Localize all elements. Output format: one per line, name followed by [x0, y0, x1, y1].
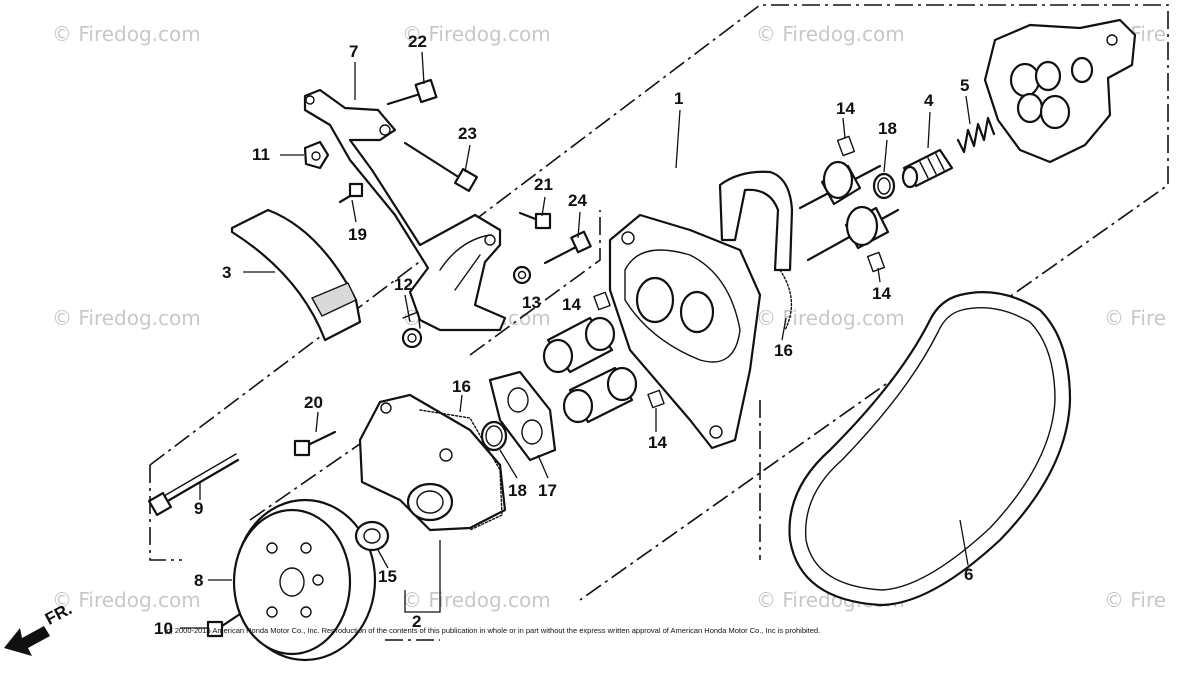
callout-14: 14 — [648, 433, 667, 452]
callout-12: 12 — [394, 275, 413, 294]
bolt-19 — [338, 182, 364, 204]
rotor-upper — [542, 316, 616, 374]
gasket-front — [419, 409, 503, 531]
callout-18: 18 — [508, 481, 527, 500]
o-ring-small — [872, 172, 896, 200]
callout-22: 22 — [408, 32, 427, 51]
watermark: © Fire — [1104, 306, 1167, 330]
watermark: © Fire — [1104, 588, 1167, 612]
callout-6: 6 — [964, 565, 974, 584]
callout-8: 8 — [194, 571, 204, 590]
front-arrow-icon — [4, 626, 50, 656]
front-housing — [358, 393, 507, 532]
callout-17: 17 — [538, 481, 557, 500]
callout-24: 24 — [568, 191, 587, 210]
dowel-pin — [593, 135, 886, 409]
watermark: © Firedog.com — [52, 22, 201, 46]
watermark: © Firedog.com — [402, 588, 551, 612]
watermark: © Firedog.com — [402, 22, 551, 46]
rotor-lower — [562, 366, 638, 424]
belt-cover — [230, 208, 362, 342]
callout-2: 2 — [412, 612, 422, 631]
callout-16: 16 — [452, 377, 471, 396]
watermark: © Firedog.com — [756, 306, 905, 330]
callout-15: 15 — [378, 567, 397, 586]
drive-belt — [788, 291, 1072, 607]
bolt-21 — [518, 211, 552, 230]
spring — [956, 116, 996, 154]
watermark: © Firedog.com — [52, 588, 201, 612]
clip — [303, 140, 330, 170]
mounting-bracket — [303, 88, 507, 332]
relief-valve — [901, 148, 954, 189]
callout-23: 23 — [458, 124, 477, 143]
callout-4: 4 — [924, 91, 934, 110]
bolt-20 — [293, 430, 337, 457]
copyright-notice: (c) 2000-2016 American Honda Motor Co., … — [164, 626, 821, 635]
bolt-23 — [403, 141, 479, 193]
callout-13: 13 — [522, 293, 541, 312]
callout-20: 20 — [304, 393, 323, 412]
bolt-24 — [543, 230, 592, 265]
callout-16: 16 — [774, 341, 793, 360]
callout-3: 3 — [222, 263, 232, 282]
gear-shaft-upper — [798, 160, 882, 210]
pump-body — [608, 170, 794, 450]
callout-19: 19 — [348, 225, 367, 244]
callout-5: 5 — [960, 76, 970, 95]
callout-9: 9 — [194, 499, 204, 518]
bolt-10 — [206, 612, 242, 638]
side-plate — [488, 370, 557, 462]
watermark: © Firedog.com — [52, 306, 201, 330]
bolt-22 — [386, 78, 438, 106]
callout-14: 14 — [872, 284, 891, 303]
washer-13 — [512, 265, 532, 285]
callout-10: 10 — [154, 619, 173, 638]
oil-seal — [354, 520, 390, 552]
callout-11: 11 — [252, 145, 270, 164]
bracket-group-outline — [249, 210, 601, 521]
o-ring-front — [480, 420, 508, 452]
pulley — [232, 498, 377, 662]
rear-cover — [983, 18, 1137, 164]
callout-1: 1 — [674, 89, 684, 108]
callout-14: 14 — [562, 295, 581, 314]
bolt-9 — [147, 453, 240, 517]
watermark: © Firedog.com — [756, 22, 905, 46]
callout-14: 14 — [836, 99, 855, 118]
o-ring-rear — [779, 269, 793, 331]
callout-7: 7 — [349, 42, 359, 61]
gear-shaft-lower — [806, 205, 900, 262]
callout-21: 21 — [534, 175, 553, 194]
nut-12 — [401, 311, 423, 349]
callout-18: 18 — [878, 119, 897, 138]
leader-lines — [180, 51, 971, 629]
